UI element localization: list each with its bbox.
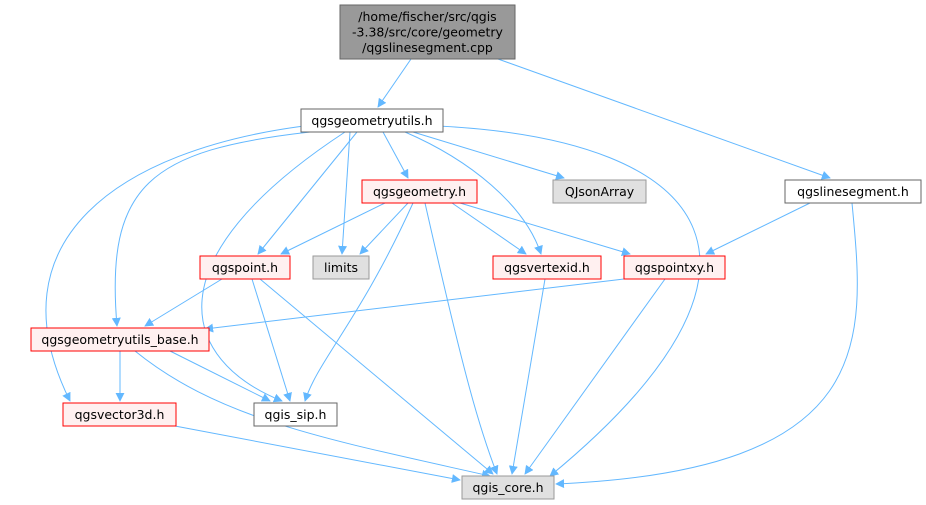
node-box-vertexid <box>492 255 602 280</box>
edge-geometry-to-core <box>424 202 499 475</box>
node-label-root-line-1: /home/fischer/src/qgis <box>358 9 496 24</box>
edge-geometryutils-to-geometry <box>382 131 409 179</box>
node-box-utils_base <box>30 327 210 352</box>
edge-geometry-to-limits <box>359 202 409 255</box>
node-box-qjsonarray <box>552 179 647 204</box>
edge-geometryutils-to-limits <box>338 131 351 255</box>
edge-point-to-utils_base <box>144 278 223 327</box>
edge-pointxy-to-core <box>524 278 666 475</box>
node-box-geometry <box>361 179 478 204</box>
node-box-vector3d <box>62 402 177 427</box>
edge-geometryutils-to-utils_base <box>111 131 311 327</box>
node-label-root-line-3: /qgslinesegment.cpp <box>362 40 493 55</box>
node-geometryutils[interactable]: qgsgeometryutils.h <box>300 108 444 133</box>
edge-pointxy-to-utils_base <box>204 278 625 333</box>
node-box-root <box>339 4 516 60</box>
node-label-core: qgis_core.h <box>472 480 543 495</box>
node-linesegment[interactable]: qgslinesegment.h <box>784 179 922 204</box>
node-box-geometryutils <box>300 108 444 133</box>
node-label-sip: qgis_sip.h <box>265 407 327 422</box>
node-box-limits <box>312 255 370 280</box>
node-label-vector3d: qgsvector3d.h <box>75 407 165 422</box>
node-label-pointxy: qgspointxy.h <box>635 260 714 275</box>
node-label-linesegment: qgslinesegment.h <box>797 184 909 199</box>
node-box-core <box>461 475 555 500</box>
node-core[interactable]: qgis_core.h <box>461 475 555 500</box>
node-qjsonarray[interactable]: QJsonArray <box>552 179 647 204</box>
node-label-geometryutils: qgsgeometryutils.h <box>311 113 432 128</box>
edge-point-to-core <box>259 278 494 475</box>
edge-root-to-geometryutils <box>377 58 412 108</box>
node-utils_base[interactable]: qgsgeometryutils_base.h <box>30 327 210 352</box>
node-point[interactable]: qgspoint.h <box>199 255 291 280</box>
edge-geometryutils-to-point <box>257 131 358 255</box>
edge-vertexid-to-core <box>508 278 546 475</box>
node-label-root-line-2: -3.38/src/core/geometry <box>352 25 503 40</box>
edges-layer <box>45 58 858 489</box>
node-geometry[interactable]: qgsgeometry.h <box>361 179 478 204</box>
edge-geometryutils-to-sip <box>201 131 346 403</box>
edge-root-to-linesegment <box>497 58 831 180</box>
edge-vector3d-to-core <box>174 425 461 483</box>
node-limits[interactable]: limits <box>312 255 370 280</box>
edge-geometryutils-to-core <box>437 125 701 477</box>
node-vector3d[interactable]: qgsvector3d.h <box>62 402 177 427</box>
node-label-utils_base: qgsgeometryutils_base.h <box>41 332 198 347</box>
edge-geometryutils-to-qjsonarray <box>412 131 565 180</box>
edge-geometryutils-to-vertexid <box>404 131 543 255</box>
node-box-point <box>199 255 291 280</box>
edge-geometry-to-sip <box>303 202 414 402</box>
node-label-qjsonarray: QJsonArray <box>565 184 635 199</box>
edge-linesegment-to-core <box>555 202 858 489</box>
edge-linesegment-to-pointxy <box>705 202 811 255</box>
node-box-linesegment <box>784 179 922 204</box>
node-label-geometry: qgsgeometry.h <box>373 184 466 199</box>
edge-geometry-to-point <box>280 202 386 255</box>
node-box-pointxy <box>623 255 726 280</box>
node-label-point: qgspoint.h <box>212 260 278 275</box>
node-label-vertexid: qgsvertexid.h <box>504 260 590 275</box>
node-box-sip <box>253 402 338 427</box>
node-root[interactable]: /home/fischer/src/qgis-3.38/src/core/geo… <box>339 4 516 60</box>
node-vertexid[interactable]: qgsvertexid.h <box>492 255 602 280</box>
node-sip[interactable]: qgis_sip.h <box>253 402 338 427</box>
edge-geometry-to-vertexid <box>451 202 527 255</box>
edge-geometry-to-pointxy <box>459 202 631 256</box>
edge-utils_base-to-sip <box>169 350 271 402</box>
edge-point-to-sip <box>251 278 292 402</box>
node-label-limits: limits <box>324 260 358 275</box>
node-pointxy[interactable]: qgspointxy.h <box>623 255 726 280</box>
nodes-layer: /home/fischer/src/qgis-3.38/src/core/geo… <box>30 4 922 500</box>
